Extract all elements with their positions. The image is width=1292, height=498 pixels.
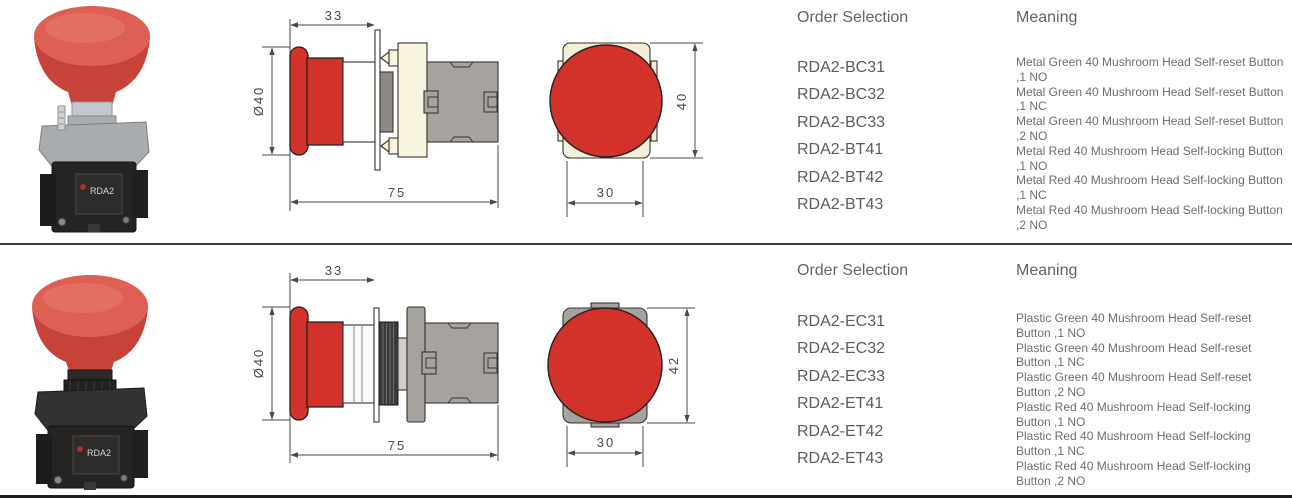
order-code: RDA2-BT41 [797,141,884,159]
dimension-lines: 42 30 [566,307,695,467]
order-code: RDA2-ET42 [797,422,884,440]
meaning-text: Metal Green 40 Mushroom Head Self-reset … [1016,55,1284,84]
knurled-lock-nut [378,321,399,406]
mushroom-head-side [289,46,344,156]
meaning-text: Plastic Green 40 Mushroom Head Self-rese… [1016,340,1252,370]
mushroom-cap [34,6,150,106]
terminal-screw [122,216,130,224]
order-code: RDA2-EC32 [797,340,886,358]
contact-block-side [423,61,499,143]
dim-head-width: 33 [325,263,343,278]
brand-logo [80,184,86,190]
order-code: RDA2-BC31 [797,59,886,76]
side-view-drawing-metal: 33 Ø40 75 [251,8,499,211]
brand-label: RDA2 [87,448,111,458]
terminal-screw [120,474,128,482]
dim-height: 40 [674,92,689,110]
button-shaft [342,324,375,404]
panel-plate [373,307,380,423]
mushroom-cap [32,275,148,374]
order-code: RDA2-BC33 [797,113,886,131]
meaning-text: Metal Green 40 Mushroom Head Self-reset … [1016,84,1284,114]
front-view-drawing-metal: 40 30 [549,42,703,217]
order-selection-header: Order Selection [797,262,909,279]
panel-plate [374,29,381,171]
metal-collar [67,101,117,126]
adapter-step [397,337,408,391]
dim-head-width: 33 [325,8,343,23]
dim-total-length: 75 [388,438,406,453]
order-code-list: RDA2-EC31 RDA2-EC32 RDA2-EC33 RDA2-ET41 … [797,308,885,472]
order-code-list: RDA2-BC31 RDA2-BC32 RDA2-BC33 RDA2-BT41 … [797,54,885,218]
dim-head-diameter: Ø40 [251,348,266,379]
meaning-text: Plastic Green 40 Mushroom Head Self-rese… [1016,370,1252,399]
order-code: RDA2-BC32 [797,86,886,104]
button-shaft [342,61,376,143]
meaning-text: Metal Green 40 Mushroom Head Self-reset … [1016,114,1284,143]
contact-block-side [421,322,499,404]
order-code: RDA2-EC33 [797,367,886,385]
meaning-text: Metal Red 40 Mushroom Head Self-locking … [1016,202,1283,232]
bottom-divider [0,495,1292,498]
meaning-header: Meaning [1016,262,1078,279]
order-selection-header: Order Selection [797,9,909,26]
order-code: RDA2-ET41 [797,395,884,413]
order-code: RDA2-BT42 [797,168,884,186]
meaning-list: Plastic Green 40 Mushroom Head Self-rese… [1016,311,1288,489]
order-code: RDA2-ET43 [797,450,884,468]
washer [379,71,394,133]
section-divider [0,243,1292,245]
side-view-drawing-plastic: 33 Ø40 75 [251,263,499,463]
dimension-lines: 40 30 [566,42,703,217]
contact-block: RDA2 [36,425,148,490]
meaning-text: Plastic Red 40 Mushroom Head Self-lockin… [1016,458,1251,488]
terminal-screw [58,218,66,226]
brand-logo [77,446,83,452]
meaning-text: Plastic Red 40 Mushroom Head Self-lockin… [1016,399,1251,429]
brand-label: RDA2 [90,186,114,196]
terminal-screw [54,476,62,484]
mushroom-head-side [289,306,344,421]
product-photo-plastic: RDA2 [32,275,148,490]
dim-width: 30 [597,185,615,200]
meaning-text: Metal Red 40 Mushroom Head Self-locking … [1016,173,1283,203]
dim-width: 30 [597,435,615,450]
dim-head-diameter: Ø40 [251,86,266,117]
meaning-text: Metal Red 40 Mushroom Head Self-locking … [1016,143,1283,173]
meaning-header: Meaning [1016,9,1078,26]
mushroom-head-front [549,44,663,158]
order-code: RDA2-EC31 [797,313,886,330]
meaning-list: Metal Green 40 Mushroom Head Self-reset … [1016,55,1288,233]
order-code: RDA2-BT43 [797,196,884,214]
mounting-body [397,42,428,158]
meaning-text: Plastic Red 40 Mushroom Head Self-lockin… [1016,429,1251,459]
dim-total-length: 75 [388,185,406,200]
meaning-text: Plastic Green 40 Mushroom Head Self-rese… [1016,311,1252,340]
contact-block: RDA2 [40,161,148,233]
product-photo-metal: RDA2 [34,6,150,233]
front-view-drawing-plastic: 42 30 [547,302,695,467]
dim-height: 42 [666,356,681,374]
mushroom-head-front [547,307,663,423]
